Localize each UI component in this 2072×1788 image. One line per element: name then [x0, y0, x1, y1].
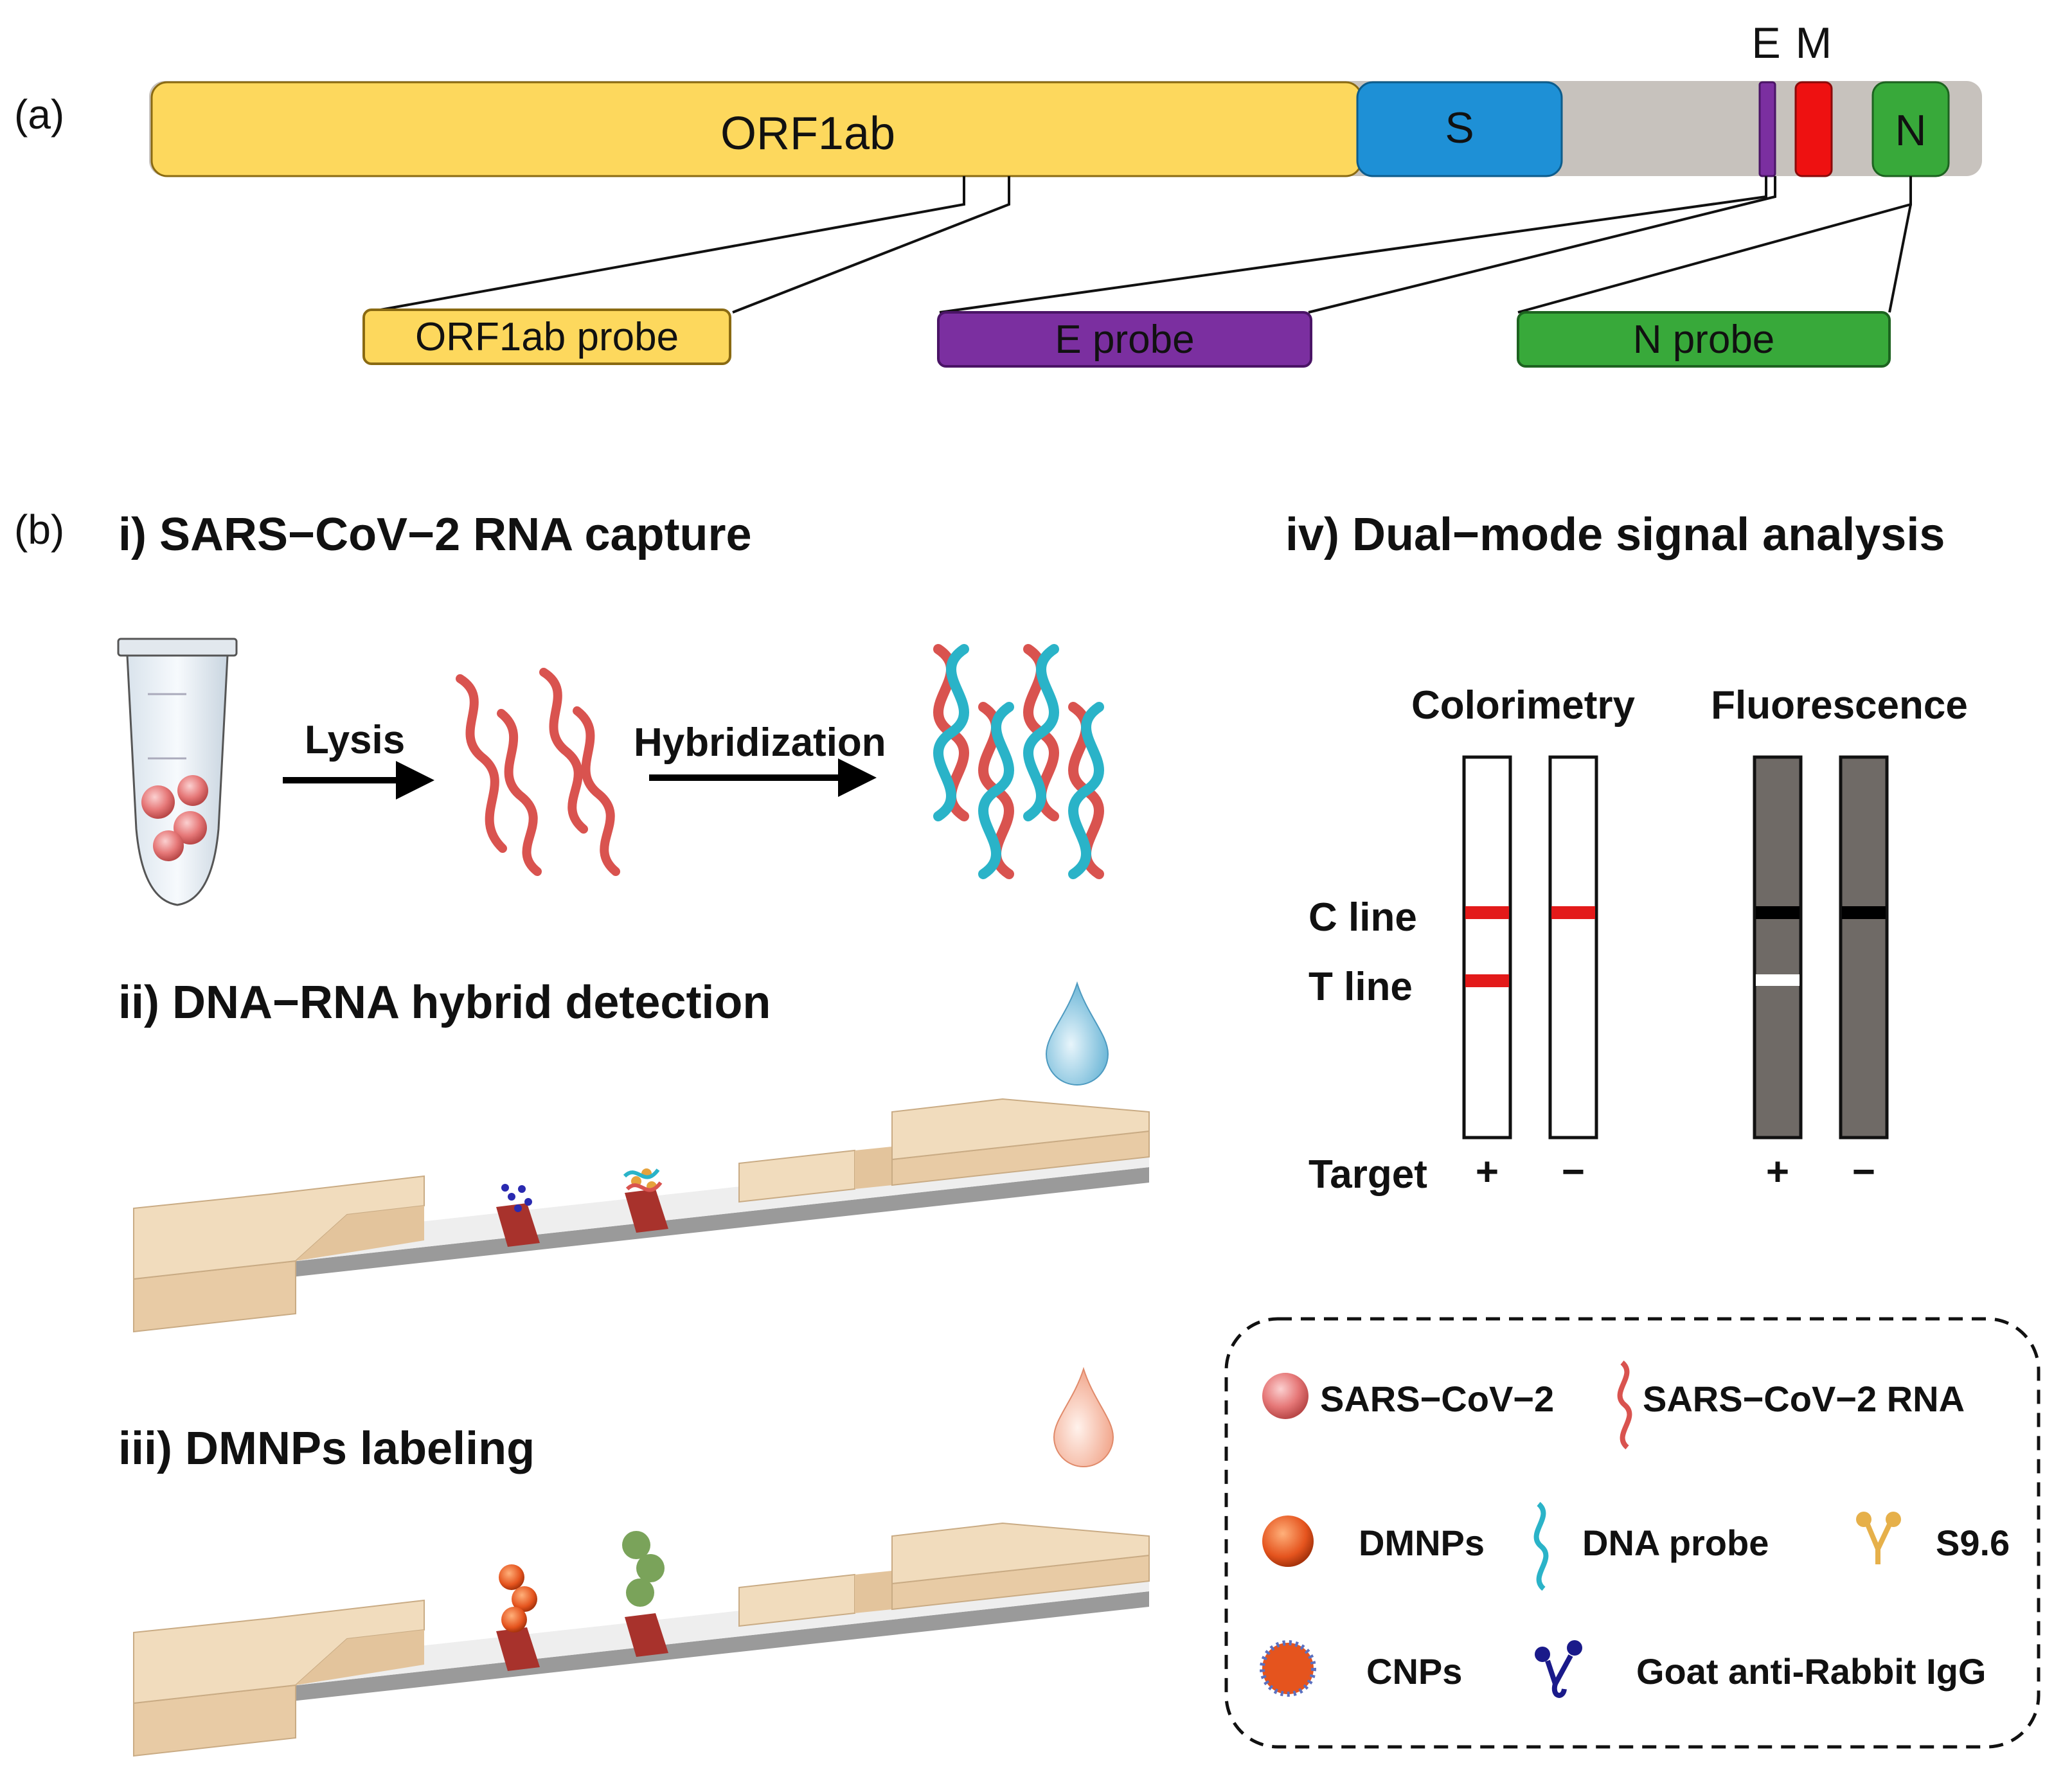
virus-particle: [177, 775, 208, 806]
gene-s: [1356, 81, 1563, 177]
dna-rna-hybrids: [933, 644, 1104, 879]
legend-box: SARS−CoV−2 SARS−CoV−2 RNA DMNPs DNA prob…: [1224, 1317, 2041, 1749]
legend-dmnps: DMNPs: [1359, 1523, 1485, 1563]
gene-e-label: E: [1751, 19, 1780, 67]
legend-goat-igg: Goat anti-Rabbit IgG: [1636, 1651, 1986, 1692]
colorimetry-strip-negative: [1548, 755, 1598, 1140]
probe-orf1ab-label: ORF1ab probe: [415, 315, 679, 359]
t-line-mark: [1465, 974, 1509, 987]
gene-orf1ab-label: ORF1ab: [720, 108, 895, 159]
step2-title: ii) DNA−RNA hybrid detection: [118, 977, 771, 1028]
c-line-mark: [1756, 906, 1800, 919]
c-line-mark: [1465, 906, 1509, 919]
colorimetry-strip-positive: [1462, 755, 1512, 1140]
legend-s96: S9.6: [1936, 1523, 2010, 1563]
dmnp-drop-icon: [1053, 1366, 1114, 1467]
virus-particle: [153, 830, 184, 861]
c-line-mark: [1842, 906, 1886, 919]
virus-particle: [141, 785, 175, 819]
panel-a-label: (a): [14, 91, 64, 138]
fluorescence-strip-positive: [1753, 755, 1803, 1140]
probe-n-label: N probe: [1633, 317, 1775, 362]
colorimetry-plus: +: [1476, 1150, 1499, 1194]
c-line-mark: [1551, 906, 1595, 919]
gene-m: [1794, 81, 1833, 177]
step4-title: iv) Dual−mode signal analysis: [1285, 509, 1945, 560]
fluorescence-plus: +: [1766, 1150, 1789, 1194]
legend-cnps: CNPs: [1366, 1651, 1462, 1692]
probe-connectors: [366, 176, 1912, 314]
dmnps-icon: [1262, 1515, 1314, 1567]
tube-illustration: [117, 638, 238, 906]
step3-title: iii) DMNPs labeling: [118, 1423, 535, 1474]
panel-b: (b) i) SARS−CoV−2 RNA capture Lysis Hybr…: [14, 506, 2041, 1757]
probe-e: [937, 311, 1312, 368]
sars-cov-2-icon: [1262, 1373, 1308, 1419]
t-line-mark: [1756, 974, 1800, 986]
lateral-flow-strip-1: [133, 1098, 1150, 1333]
probe-orf1ab: [362, 308, 731, 365]
gene-m-label: M: [1796, 19, 1832, 67]
virus-particle: [174, 811, 207, 845]
legend-dna-probe: DNA probe: [1582, 1523, 1769, 1563]
panel-a: (a) ORF1ab S E M N ORF1ab probe E probe …: [14, 19, 1982, 368]
fluorescence-strip-negative: [1839, 755, 1889, 1140]
fluorescence-label: Fluorescence: [1711, 683, 1968, 728]
hybridization-label: Hybridization: [634, 720, 886, 765]
gene-n-label: N: [1895, 106, 1926, 155]
sample-drop-icon: [1045, 981, 1109, 1086]
probe-e-label: E probe: [1055, 317, 1194, 362]
legend-sars-rna: SARS−CoV−2 RNA: [1643, 1379, 1965, 1419]
legend-sars: SARS−CoV−2: [1320, 1379, 1554, 1419]
gene-s-label: S: [1445, 103, 1474, 152]
gene-e: [1758, 81, 1776, 177]
probe-n: [1517, 311, 1891, 368]
goat-igg-icon: [1535, 1640, 1582, 1698]
target-label: Target: [1308, 1152, 1427, 1197]
rna-strands: [456, 668, 620, 876]
step1-title: i) SARS−CoV−2 RNA capture: [118, 509, 752, 560]
colorimetry-minus: −: [1562, 1150, 1585, 1194]
s96-icon: [1856, 1512, 1901, 1564]
dna-probe-icon: [1533, 1501, 1549, 1591]
c-line-label: C line: [1308, 895, 1417, 940]
t-line-label: T line: [1308, 965, 1413, 1009]
rna-icon: [1617, 1360, 1632, 1450]
colorimetry-label: Colorimetry: [1411, 683, 1635, 728]
lysis-label: Lysis: [305, 718, 405, 762]
fluorescence-minus: −: [1852, 1150, 1875, 1194]
panel-b-label: (b): [14, 506, 64, 553]
cnps-icon: [1260, 1640, 1316, 1697]
lateral-flow-strip-2: [133, 1522, 1150, 1757]
